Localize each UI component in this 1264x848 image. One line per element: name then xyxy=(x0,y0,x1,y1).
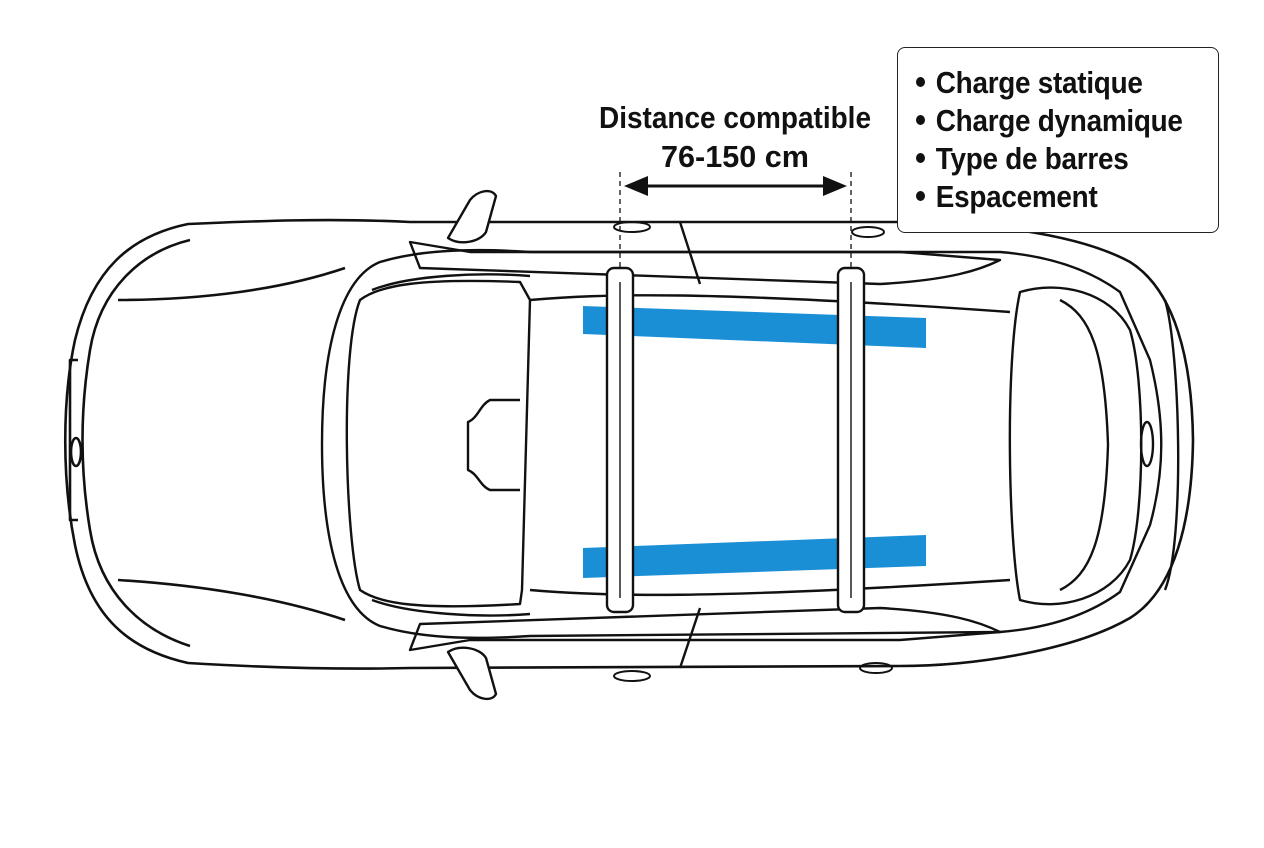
distance-label-line2: 76-150 cm xyxy=(661,139,809,174)
legend-item: Charge statique xyxy=(916,64,1188,102)
bullet-icon xyxy=(916,190,925,201)
roof-bars xyxy=(605,266,866,614)
legend-item: Charge dynamique xyxy=(916,102,1188,140)
legend-item-label: Charge statique xyxy=(935,65,1143,100)
body-details xyxy=(613,221,893,682)
bullet-icon xyxy=(916,76,925,87)
legend-list: Charge statique Charge dynamique Type de… xyxy=(898,48,1218,216)
cabin xyxy=(320,221,1180,669)
distance-dimension xyxy=(619,172,852,268)
roof-rail-top xyxy=(583,306,926,348)
legend-item: Type de barres xyxy=(916,140,1188,178)
legend-item-label: Charge dynamique xyxy=(935,103,1183,138)
legend-item-label: Espacement xyxy=(935,179,1098,214)
bullet-icon xyxy=(916,114,925,125)
legend-item: Espacement xyxy=(916,178,1188,216)
distance-label-line1: Distance compatible xyxy=(599,100,871,135)
legend-item-label: Type de barres xyxy=(935,141,1129,176)
side-mirrors xyxy=(446,189,498,701)
roof-rail-bottom xyxy=(583,535,926,578)
bullet-icon xyxy=(916,152,925,163)
legend-box: Charge statique Charge dynamique Type de… xyxy=(897,47,1219,233)
